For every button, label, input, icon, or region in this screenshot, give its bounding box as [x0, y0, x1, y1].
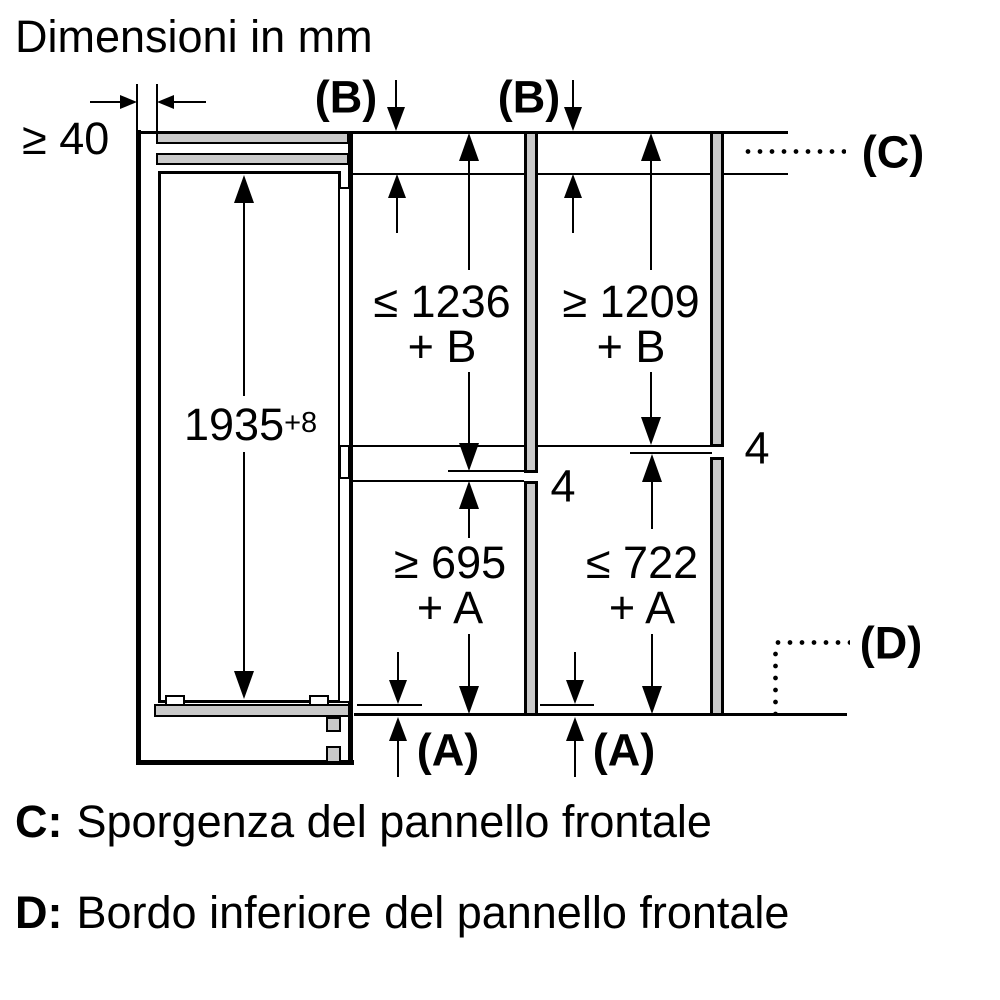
panel-gap-label-2: 4: [744, 422, 770, 474]
arrowhead-up: [234, 175, 254, 203]
arrowhead-down: [459, 686, 479, 714]
label-C: (C): [861, 126, 925, 178]
legend-key-d: D:: [15, 887, 63, 938]
door-split-line: [352, 480, 524, 482]
arrowhead-down: [566, 680, 584, 704]
dim-line: [397, 652, 399, 682]
niche-height-label: 1935+8: [184, 399, 318, 450]
panel-gap-label-1: 4: [550, 460, 576, 512]
dim-line: [651, 479, 653, 529]
dim-line: [396, 196, 398, 233]
variant2-upper-label: ≥ 1209+ B: [562, 276, 700, 372]
wall-clearance-label: ≥ 40: [22, 113, 110, 164]
legend-key-c: C:: [15, 796, 63, 847]
diagram-title: Dimensioni in mm: [15, 11, 373, 62]
dim-line: [90, 101, 121, 103]
dim-line: [468, 158, 470, 270]
extension-line: [136, 84, 138, 131]
variant1-upper-label: ≤ 1236+ B: [373, 276, 511, 372]
dim-line: [650, 372, 652, 418]
dim-line: [650, 158, 652, 270]
arrowhead-up: [641, 133, 661, 161]
dim-line: [572, 80, 574, 109]
variant1-lower-label: ≥ 695+ A: [393, 537, 507, 633]
dim-line: [395, 80, 397, 109]
arrowhead-down: [564, 107, 582, 131]
dim-line: [468, 506, 470, 538]
arrowhead-left: [157, 95, 174, 109]
legend-text-c: Sporgenza del pannello frontale: [76, 796, 712, 847]
legend-row-d: D: Bordo inferiore del pannello frontale: [15, 890, 789, 935]
door-split-line: [352, 445, 524, 447]
legend-text-d: Bordo inferiore del pannello frontale: [76, 887, 790, 938]
arrowhead-down: [459, 443, 479, 471]
label-D: (D): [859, 617, 923, 669]
arrowhead-down: [234, 671, 254, 699]
arrowhead-down: [641, 417, 661, 445]
arrowhead-down: [387, 107, 405, 131]
front-panel-variant1-upper: [524, 131, 538, 473]
dim-line: [468, 372, 470, 446]
front-panel-variant2-lower: [710, 457, 724, 716]
arrowhead-up: [459, 133, 479, 161]
dim-line: [243, 200, 245, 396]
legend-row-c: C: Sporgenza del pannello frontale: [15, 799, 712, 844]
front-panel-variant2-upper: [710, 131, 724, 447]
arrowhead-up: [389, 717, 407, 741]
appliance-door-lower: [338, 477, 351, 703]
label-A-2: (A): [592, 724, 656, 776]
dim-line: [574, 652, 576, 682]
dim-line: [574, 739, 576, 777]
cabinet-front-line: [348, 131, 353, 765]
door-split-line: [538, 445, 710, 447]
arrowhead-right: [120, 95, 137, 109]
top-rail-1: [156, 132, 349, 144]
arrowhead-down: [642, 686, 662, 714]
dim-line: [468, 634, 470, 690]
front-panel-variant1-lower: [524, 481, 538, 716]
extension-line: [156, 84, 158, 132]
niche-height-tolerance: +8: [284, 407, 318, 439]
callout-dotted-line-d: [772, 640, 850, 645]
cabinet-left-wall: [136, 130, 141, 765]
callout-dotted-line-c: [742, 149, 846, 154]
arrowhead-up: [564, 174, 582, 198]
worktop-top-line: [137, 131, 788, 134]
panel-gap-tick: [448, 470, 524, 472]
arrowhead-up: [642, 454, 662, 482]
dim-line: [397, 739, 399, 777]
variant2-lower-label: ≤ 722+ A: [585, 537, 699, 633]
appliance-door-upper: [338, 187, 351, 447]
plinth-top-tick: [357, 704, 422, 706]
arrowhead-up: [566, 717, 584, 741]
vent-block-1: [326, 717, 341, 732]
arrowhead-down: [389, 680, 407, 704]
label-B-1: (B): [314, 71, 378, 123]
plinth-panel: [154, 704, 350, 717]
callout-dotted-line-d-vertical: [773, 648, 778, 716]
dim-line: [572, 196, 574, 233]
arrowhead-up: [388, 174, 406, 198]
label-B-2: (B): [497, 71, 561, 123]
cabinet-bottom-wall: [136, 760, 354, 765]
top-rail-2: [156, 153, 349, 165]
floor-reference-line: [354, 713, 847, 716]
arrowhead-up: [459, 481, 479, 509]
dim-line: [243, 452, 245, 674]
vent-block-2: [326, 746, 341, 763]
panel-gap-tick: [630, 452, 712, 454]
dim-line: [651, 634, 653, 690]
plinth-top-tick: [540, 704, 594, 706]
label-A-1: (A): [416, 724, 480, 776]
dim-line: [174, 101, 206, 103]
